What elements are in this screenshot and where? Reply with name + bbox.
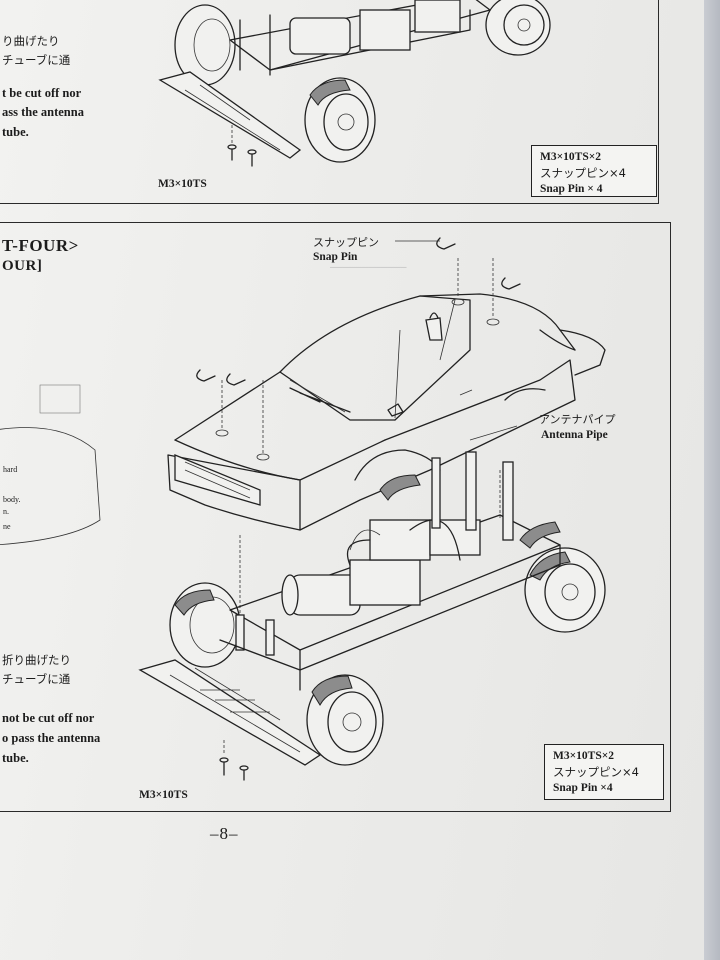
top-parts-line-2: スナップピン×4	[540, 166, 626, 180]
top-screw-label: M3×10TS	[158, 178, 207, 190]
top-parts-line-1: M3×10TS×2	[540, 151, 602, 163]
bottom-text-line-3: not be cut off nor	[2, 711, 95, 725]
bottom-screw-label: M3×10TS	[139, 789, 188, 801]
side-text-line-2: body.	[3, 495, 21, 504]
bottom-parts-box: M3×10TS×2 スナップピン×4 Snap Pin ×4	[544, 744, 664, 800]
bleed-through-text: ────────────	[330, 262, 407, 272]
body-shell-drawing	[167, 237, 606, 615]
side-text-line-4: ne	[3, 522, 11, 531]
top-text-line-3: t be cut off nor	[2, 86, 82, 100]
antenna-pipe-label-en: Antenna Pipe	[541, 429, 608, 441]
bottom-parts-line-1: M3×10TS×2	[553, 750, 615, 762]
snap-pin-label-jp: スナップピン	[313, 236, 379, 249]
page-number: –8–	[210, 824, 239, 843]
bottom-text-line-2: チューブに通	[2, 672, 71, 686]
bottom-step-panel	[0, 222, 671, 812]
bottom-parts-line-3: Snap Pin ×4	[553, 782, 613, 794]
side-text-line-1: hard	[3, 465, 18, 474]
top-text-line-5: tube.	[2, 125, 29, 139]
left-side-partial-drawing	[0, 384, 101, 546]
top-step-panel	[0, 0, 659, 204]
top-chassis-drawing	[158, 0, 551, 167]
snap-pin-label-en: Snap Pin	[313, 251, 358, 263]
top-parts-box: M3×10TS×2 スナップピン×4 Snap Pin × 4	[531, 145, 657, 197]
top-text-line-4: ass the antenna	[2, 105, 84, 119]
bottom-chassis-drawing	[138, 451, 606, 781]
bottom-text-line-1: 折り曲げたり	[2, 653, 71, 667]
bottom-text-line-5: tube.	[2, 751, 29, 765]
page-edge	[704, 0, 720, 960]
bottom-text-line-4: o pass the antenna	[2, 731, 101, 745]
section-heading-line-1: T-FOUR>	[2, 236, 79, 255]
section-heading-line-2: OUR]	[2, 258, 43, 274]
top-text-line-2: チューブに通	[2, 53, 71, 67]
antenna-pipe-label-jp: アンテナパイプ	[539, 413, 616, 426]
side-text-line-3: n.	[3, 507, 9, 516]
top-text-line-1: り曲げたり	[2, 34, 60, 48]
top-parts-line-3: Snap Pin × 4	[540, 183, 603, 195]
bottom-parts-line-2: スナップピン×4	[553, 765, 639, 779]
